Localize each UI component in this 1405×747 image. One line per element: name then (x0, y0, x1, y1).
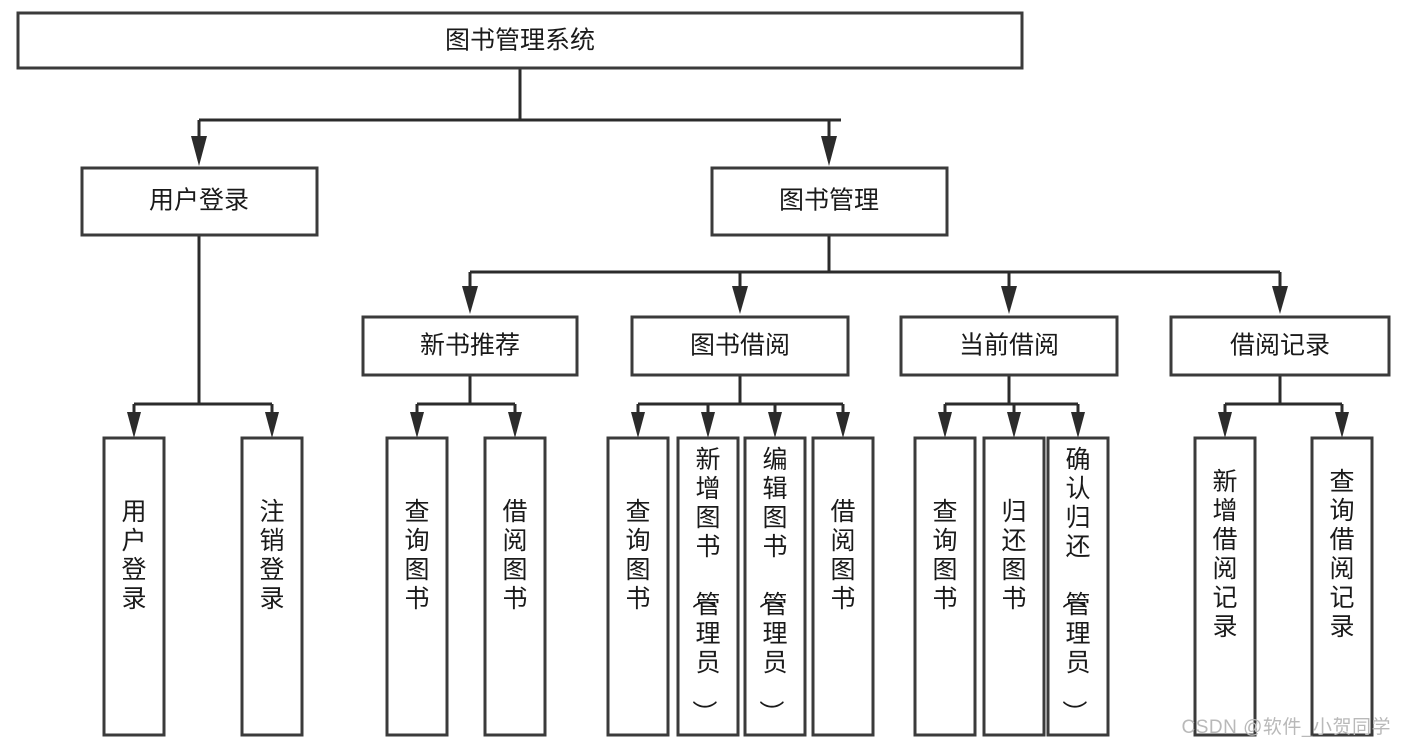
node-leaf-user-login-box[interactable] (102, 436, 166, 737)
node-book-borrow[interactable]: 图书借阅 (630, 315, 850, 377)
node-leaf-newbook-borrow-box[interactable] (483, 436, 547, 737)
node-leaf-record-query-box[interactable] (1310, 436, 1374, 737)
node-leaf-record-add[interactable]: 新增借阅记录 (1193, 436, 1257, 737)
connector-group-root (191, 68, 841, 166)
node-leaf-borrow-query[interactable]: 查询图书 (606, 436, 670, 737)
arrow-head-book-mgmt (821, 136, 837, 166)
connector-group-borrow-record (1218, 375, 1349, 438)
node-current-borrow[interactable]: 当前借阅 (899, 315, 1119, 377)
node-leaf-current-query[interactable]: 查询图书 (913, 436, 977, 737)
node-book-management-label: 图书管理 (779, 187, 879, 215)
node-leaf-borrow-add-box[interactable] (676, 436, 740, 737)
node-leaf-current-return[interactable]: 归还图书 (982, 436, 1046, 737)
node-leaf-borrow-do[interactable]: 借阅图书 (811, 436, 875, 737)
node-leaf-current-confirm-label: 确认归还（管理员） (1059, 446, 1090, 725)
node-book-management-box[interactable] (710, 166, 949, 237)
arrow-head-borrow-record (1272, 286, 1288, 314)
node-borrow-record-label: 借阅记录 (1230, 332, 1330, 360)
connector-group-book-management (462, 235, 1288, 314)
arrow-head-newbook-leaf-2 (508, 412, 522, 438)
node-leaf-borrow-edit[interactable]: 编辑图书（管理员） (743, 436, 807, 737)
arrow-head-user-login (191, 136, 207, 166)
node-new-book-recommend-box[interactable] (361, 315, 579, 377)
node-leaf-newbook-query[interactable]: 查询图书 (385, 436, 449, 737)
connector-group-user-login (127, 235, 279, 438)
node-user-login-box[interactable] (80, 166, 319, 237)
node-leaf-borrow-query-box[interactable] (606, 436, 670, 737)
node-leaf-record-add-box[interactable] (1193, 436, 1257, 737)
node-root-system-box[interactable] (16, 11, 1024, 70)
arrow-head-current-leaf-3 (1071, 412, 1085, 438)
arrow-head-current-borrow (1001, 286, 1017, 314)
arrow-head-record-leaf-1 (1218, 412, 1232, 438)
node-book-borrow-label: 图书借阅 (690, 332, 790, 360)
node-leaf-current-query-box[interactable] (913, 436, 977, 737)
node-leaf-newbook-query-label: 查询图书 (404, 498, 429, 613)
arrow-head-newbook-leaf-1 (410, 412, 424, 438)
node-leaf-borrow-do-box[interactable] (811, 436, 875, 737)
node-root-system[interactable]: 图书管理系统 (16, 11, 1024, 70)
node-leaf-user-login[interactable]: 用户登录 (102, 436, 166, 737)
node-leaf-borrow-query-label: 查询图书 (625, 498, 650, 613)
node-leaf-logout-box[interactable] (240, 436, 304, 737)
arrow-head-borrow-leaf-1 (631, 412, 645, 438)
node-leaf-newbook-borrow[interactable]: 借阅图书 (483, 436, 547, 737)
node-new-book-recommend-label: 新书推荐 (420, 332, 520, 360)
connector-group-current-borrow (938, 375, 1085, 438)
node-new-book-recommend[interactable]: 新书推荐 (361, 315, 579, 377)
node-leaf-logout[interactable]: 注销登录 (240, 436, 304, 737)
node-leaf-record-query[interactable]: 查询借阅记录 (1310, 436, 1374, 737)
node-leaf-record-add-label: 新增借阅记录 (1212, 468, 1237, 641)
node-leaf-current-return-box[interactable] (982, 436, 1046, 737)
node-leaf-logout-label: 注销登录 (259, 498, 284, 613)
arrow-head-current-leaf-1 (938, 412, 952, 438)
node-borrow-record-box[interactable] (1169, 315, 1391, 377)
node-current-borrow-box[interactable] (899, 315, 1119, 377)
arrow-head-leaf-logout (265, 412, 279, 438)
node-leaf-record-query-label: 查询借阅记录 (1329, 468, 1354, 641)
connector-group-new-book-recommend (410, 375, 522, 438)
arrow-head-record-leaf-2 (1335, 412, 1349, 438)
connector-group-book-borrow (631, 375, 850, 438)
node-leaf-borrow-add[interactable]: 新增图书（管理员） (676, 436, 740, 737)
arrow-head-new-book-recommend (462, 286, 478, 314)
node-leaf-borrow-do-label: 借阅图书 (830, 498, 855, 613)
node-leaf-user-login-label: 用户登录 (121, 498, 146, 613)
node-leaf-borrow-edit-box[interactable] (743, 436, 807, 737)
node-borrow-record[interactable]: 借阅记录 (1169, 315, 1391, 377)
node-leaf-current-confirm[interactable]: 确认归还（管理员） (1046, 436, 1110, 737)
arrow-head-borrow-leaf-3 (768, 412, 782, 438)
arrow-head-borrow-leaf-4 (836, 412, 850, 438)
arrow-head-borrow-leaf-2 (701, 412, 715, 438)
node-user-login-label: 用户登录 (149, 187, 249, 215)
node-leaf-current-query-label: 查询图书 (932, 498, 957, 613)
node-root-system-label: 图书管理系统 (445, 27, 595, 55)
node-leaf-current-return-label: 归还图书 (1001, 498, 1026, 613)
node-leaf-borrow-edit-label: 编辑图书（管理员） (756, 446, 787, 725)
node-book-borrow-box[interactable] (630, 315, 850, 377)
node-current-borrow-label: 当前借阅 (959, 332, 1059, 360)
arrow-head-book-borrow (732, 286, 748, 314)
node-user-login[interactable]: 用户登录 (80, 166, 319, 237)
arrow-head-leaf-user-login (127, 412, 141, 438)
node-book-management[interactable]: 图书管理 (710, 166, 949, 237)
node-leaf-borrow-add-label: 新增图书（管理员） (689, 446, 720, 725)
node-leaf-newbook-query-box[interactable] (385, 436, 449, 737)
node-leaf-current-confirm-box[interactable] (1046, 436, 1110, 737)
node-leaf-newbook-borrow-label: 借阅图书 (502, 498, 527, 613)
arrow-head-current-leaf-2 (1007, 412, 1021, 438)
